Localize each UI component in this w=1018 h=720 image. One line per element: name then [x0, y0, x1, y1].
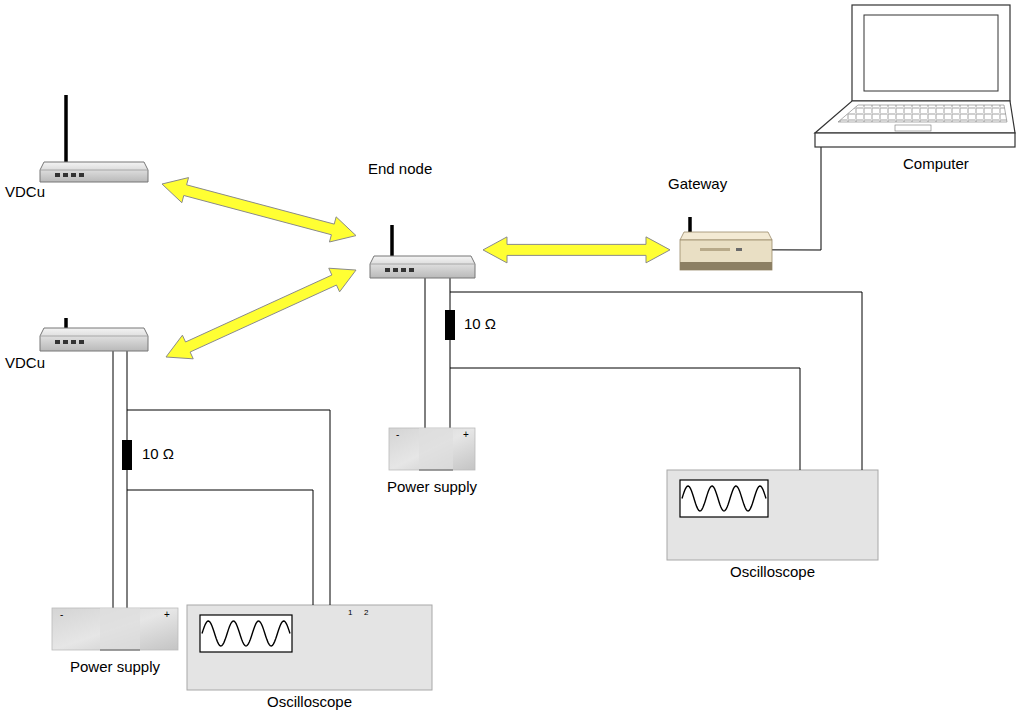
- terminal-sign: -: [60, 609, 63, 620]
- router-icon: [370, 225, 475, 278]
- gateway-icon: [680, 217, 772, 270]
- node-label: Power supply: [70, 658, 160, 676]
- router-icon: [40, 95, 148, 182]
- device-node: VDCu: [40, 318, 148, 351]
- node-label: VDCu: [5, 183, 45, 201]
- power-supply-node: Power supply: [389, 428, 475, 470]
- computer-node: Computer: [815, 5, 1015, 147]
- device-node: VDCu: [40, 95, 148, 182]
- resistor-symbol: [122, 440, 132, 470]
- gateway-node: Gateway: [680, 217, 772, 270]
- node-label: Oscilloscope: [730, 563, 815, 581]
- power-supply-icon: [52, 608, 178, 650]
- power-supply-icon: [389, 428, 475, 470]
- channel-number: 1: [348, 609, 352, 618]
- resistor-symbol: [445, 310, 455, 340]
- wire: [113, 351, 127, 608]
- wire: [772, 147, 821, 250]
- sine-trace: [202, 486, 766, 646]
- laptop-icon: [815, 5, 1015, 147]
- resistor-value: 10 Ω: [142, 446, 174, 463]
- node-label: End node: [368, 160, 432, 178]
- node-label: Power supply: [387, 478, 477, 496]
- oscilloscope-node: Oscilloscope: [187, 605, 432, 690]
- wireless-link-arrow: [483, 237, 670, 263]
- oscilloscope-node: Oscilloscope: [667, 470, 878, 560]
- node-label: VDCu: [5, 354, 45, 372]
- wireless-link-arrow: [162, 178, 356, 242]
- wire: [425, 278, 450, 428]
- device-node: End node: [370, 225, 475, 278]
- node-label: Oscilloscope: [267, 693, 352, 711]
- node-label: Gateway: [668, 175, 727, 193]
- power-supply-node: Power supply: [52, 608, 178, 650]
- resistor-value: 10 Ω: [464, 316, 496, 333]
- terminal-sign: +: [164, 609, 170, 620]
- router-icon: [40, 318, 148, 351]
- terminal-sign: -: [396, 429, 399, 440]
- channel-number: 2: [364, 609, 368, 618]
- oscilloscope-icon: [187, 605, 432, 690]
- terminal-sign: +: [463, 429, 469, 440]
- probe-wire: [127, 292, 862, 605]
- wireless-link-arrow: [166, 268, 356, 359]
- node-label: Computer: [903, 155, 969, 173]
- oscilloscope-icon: [667, 470, 878, 560]
